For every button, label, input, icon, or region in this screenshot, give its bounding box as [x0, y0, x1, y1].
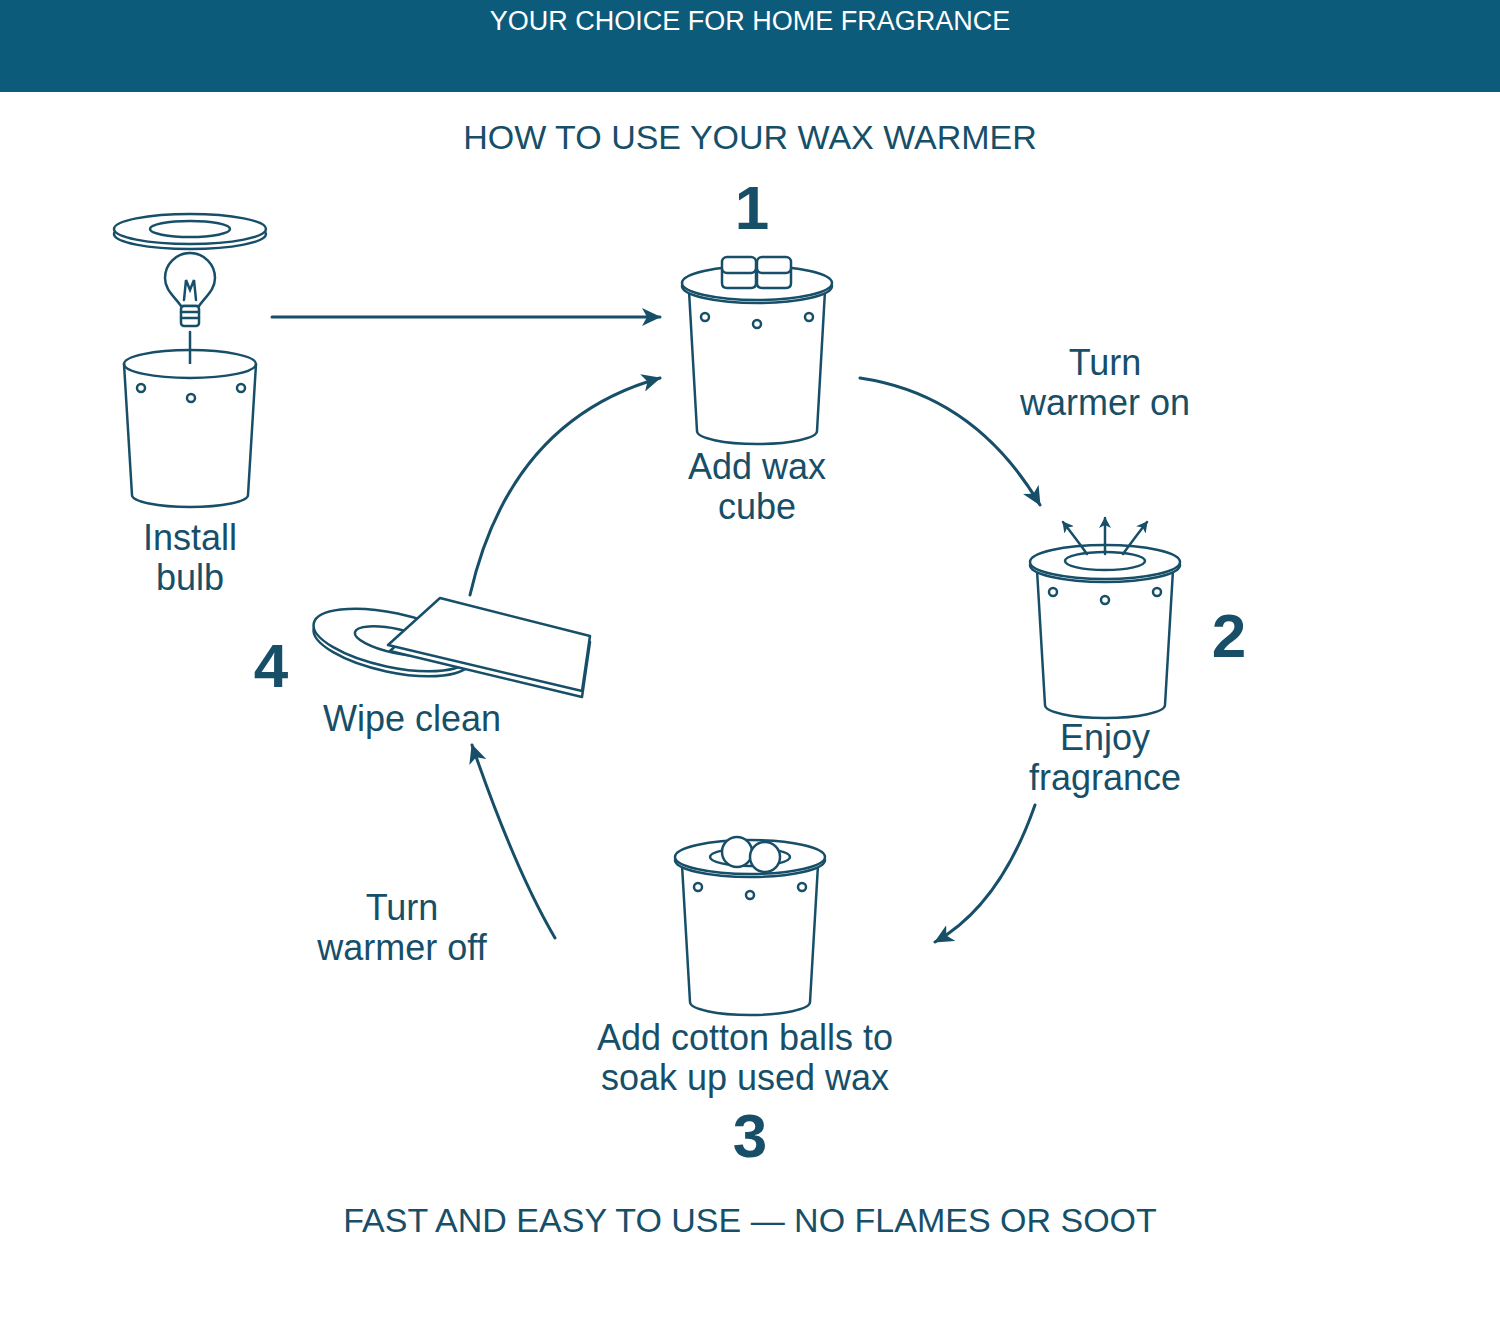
scent-arrow — [1063, 522, 1087, 554]
bulb-thread — [181, 312, 199, 318]
vent-hole — [701, 313, 709, 321]
warmer-illustration — [682, 257, 832, 444]
vent-hole — [805, 313, 813, 321]
warmer-body — [124, 364, 256, 507]
step-number: 4 — [246, 634, 296, 698]
step-label: Wipe clean — [292, 698, 532, 740]
cotton-ball — [722, 837, 752, 867]
step-number: 1 — [717, 176, 787, 240]
vent-hole — [1101, 596, 1109, 604]
flow-arrow — [470, 378, 660, 595]
step-three: Add cotton balls to soak up used wax3 — [555, 825, 935, 1172]
warmer-rim — [124, 350, 256, 378]
flow-arrow — [272, 316, 660, 319]
wax-cube-top — [722, 257, 756, 273]
vent-hole — [1049, 588, 1057, 596]
step-label: Enjoy fragrance — [1005, 718, 1205, 798]
vent-hole — [753, 320, 761, 328]
step-two: 2Enjoy fragrance — [1003, 505, 1260, 805]
warmer-body — [682, 865, 818, 1015]
vent-hole — [187, 394, 195, 402]
scent-arrow — [1123, 522, 1147, 554]
header-text: YOUR CHOICE FOR HOME FRAGRANCE — [250, 4, 1250, 38]
wax-cube-top — [757, 257, 791, 273]
wipe-illustration — [308, 597, 590, 697]
cloth — [388, 598, 590, 691]
warmer-body — [689, 291, 825, 444]
warmer-illustration — [1030, 518, 1180, 718]
bulb-illustration — [114, 214, 266, 507]
plate-dish — [150, 221, 230, 237]
wax-cube — [722, 257, 756, 288]
step-four: 4Wipe clean — [244, 595, 600, 745]
step-label: Add cotton balls to soak up used wax — [559, 1018, 931, 1098]
scent-arrow — [1104, 518, 1107, 554]
edge-label: Turn warmer on — [1007, 343, 1203, 423]
diagram-title: HOW TO USE YOUR WAX WARMER — [250, 116, 1250, 158]
vent-hole — [137, 384, 145, 392]
vent-hole — [694, 883, 702, 891]
flow-arrow — [935, 805, 1035, 942]
bulb-filament — [184, 280, 196, 300]
warmer-illustration — [675, 837, 825, 1015]
vent-hole — [746, 891, 754, 899]
wax-cube — [757, 257, 791, 288]
vent-hole — [798, 883, 806, 891]
bulb-glass — [165, 253, 215, 306]
warmer-body — [1037, 570, 1173, 718]
step-label: Install bulb — [110, 518, 270, 598]
step-label: Add wax cube — [662, 447, 852, 527]
step-number: 2 — [1201, 604, 1257, 668]
plate — [114, 214, 266, 244]
edge-label: Turn warmer off — [304, 888, 500, 968]
step-one: 1Add wax cube — [660, 174, 860, 535]
vent-hole — [1153, 588, 1161, 596]
vent-hole — [237, 384, 245, 392]
step-install: Install bulb — [108, 200, 272, 605]
cotton-ball — [750, 842, 780, 872]
diagram-caption: FAST AND EASY TO USE — NO FLAMES OR SOOT — [200, 1199, 1300, 1241]
bulb-base — [181, 306, 199, 326]
step-number: 3 — [715, 1104, 785, 1168]
